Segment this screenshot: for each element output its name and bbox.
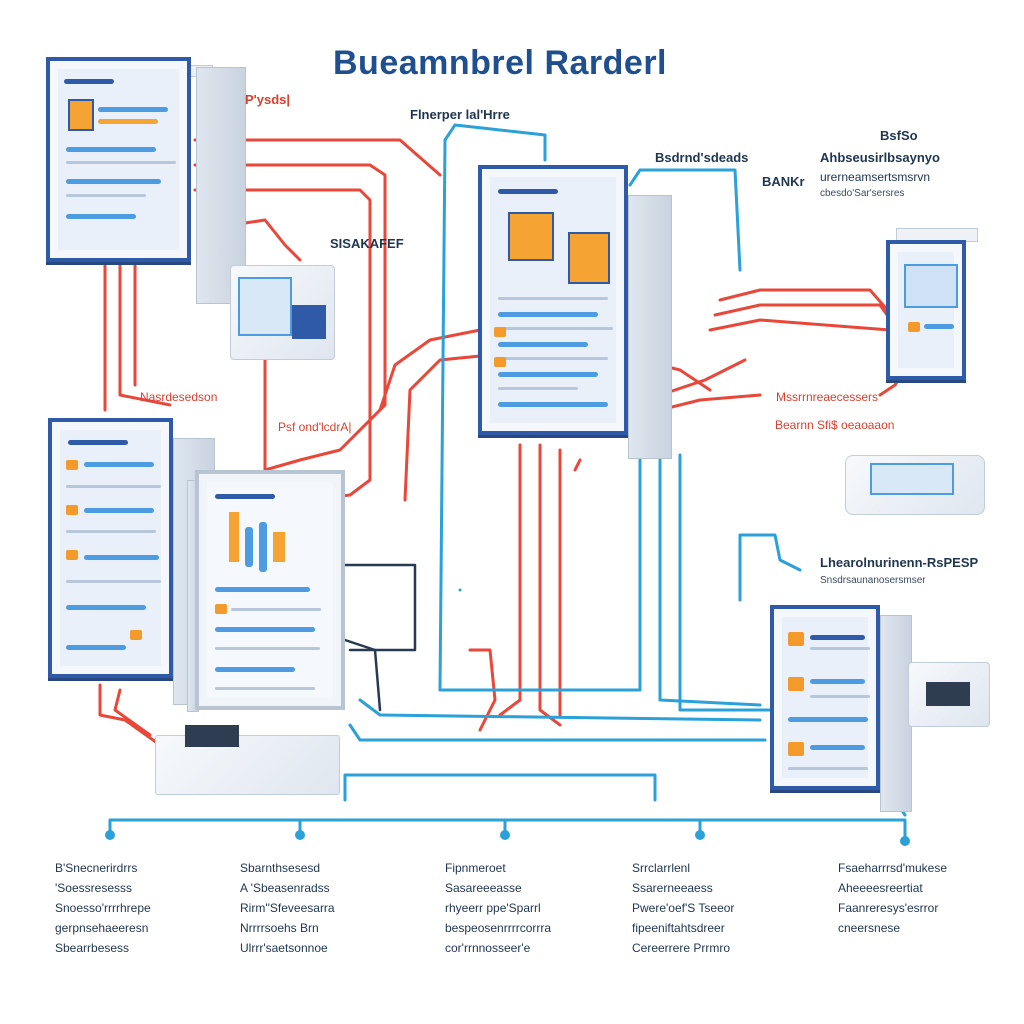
bus-node-2 [295,830,305,840]
column-2-line-2: Rirm''Sfeveesarra [240,901,335,915]
column-1-line-1: 'Soessresesss [55,881,132,895]
column-2-line-1: A 'Sbeasenradss [240,881,330,895]
label-top-left-red: P'ysds| [245,92,291,107]
column-5-line-3: cneersnese [838,921,901,935]
column-1-head: B'Snecnerirdrrs [55,861,138,875]
dark-wires [343,563,417,712]
label-right-mid-sub: Snsdrsaunanosersmser [820,575,926,586]
column-4-line-2: Pwere'oef'S Tseeor [632,901,735,915]
column-2: Sbarnthsesesd A 'Sbeasenradss Rirm''Sfev… [240,858,335,958]
label-server: Bsdrnd'sdeads [655,150,749,165]
device-small-left [230,265,335,360]
device-small-right [845,455,985,515]
column-4-line-4: Cereerrere Prrmro [632,941,731,955]
label-right-bankr: BANKr [762,174,805,189]
column-2-line-3: Nrrrrsoehs Brn [240,921,319,935]
column-1-line-4: Sbearrbesess [55,941,130,955]
label-right-red2: Bearnn Sfi$ oeaoaaon [775,418,895,432]
column-3: Fipnmeroet Sasareeeasse rhyeerr ppe'Spar… [445,858,551,958]
bus-node-4 [695,830,705,840]
column-3-line-4: cor'rrnnosseer'e [445,941,531,955]
bus-node-1 [105,830,115,840]
column-4-head: Srrclarrlenl [632,861,691,875]
column-3-line-3: bespeosenrrrrcorrra [445,921,552,935]
column-1: B'Snecnerirdrrs 'Soessresesss Snoesso'rr… [55,858,151,958]
bus-node-5 [900,836,910,846]
label-right-line2: urerneamsertsmsrvn [820,170,931,184]
column-4: Srrclarrlenl Ssarerneeaess Pwere'oef'S T… [632,858,734,958]
column-5-line-1: Aheeeesreertiat [838,881,923,895]
column-3-head: Fipnmeroet [445,861,506,875]
device-base [155,725,340,795]
bus-node-3 [500,830,510,840]
label-right-mid-title: Lhearolnurinenn-RsPESP [820,555,979,570]
label-top-center: Flnerper lal'Hrre [410,107,510,122]
column-1-line-2: Snoesso'rrrrhrepe [55,901,151,915]
column-5: Fsaeharrrsd'mukese Aheeeesreertiat Faanr… [838,858,947,938]
column-5-head: Fsaeharrrsd'mukese [838,861,947,875]
column-4-line-1: Ssarerneeaess [632,881,713,895]
label-right-red1: Mssrrnreaecessers [776,390,879,404]
column-2-line-4: Ulrrr'saetsonnoe [240,941,328,955]
column-3-line-2: rhyeerr ppe'Sparrl [445,901,541,915]
label-left-mid-red: Nasrdesedson [140,390,218,404]
column-5-line-2: Faanreresys'esrror [838,901,939,915]
panel-bottom-left [48,418,215,705]
panel-bottom-right [770,605,912,812]
label-right-title: BsfSo [880,128,918,143]
panel-top-left [46,57,246,304]
column-3-line-1: Sasareeeasse [445,881,522,895]
panel-center-server [478,165,672,459]
label-right-line1: Ahbseusirlbsaynyo [820,150,940,165]
label-small-device: SISAKAFEF [330,236,404,251]
device-small-right-bottom [908,662,990,727]
panel-bottom-center-left [187,470,345,712]
column-4-line-3: fipeeniftahtsdreer [632,921,725,935]
panel-right-monitor [886,228,978,380]
label-center-red: Psf ond'lcdrA| [278,420,352,434]
column-1-line-3: gerpnsehaeeresn [55,921,149,935]
column-2-head: Sbarnthsesesd [240,861,321,875]
diagram-title: Bueamnbrel Rarderl [333,44,667,82]
label-right-line3: cbesdo'Sar'sersres [820,188,905,199]
